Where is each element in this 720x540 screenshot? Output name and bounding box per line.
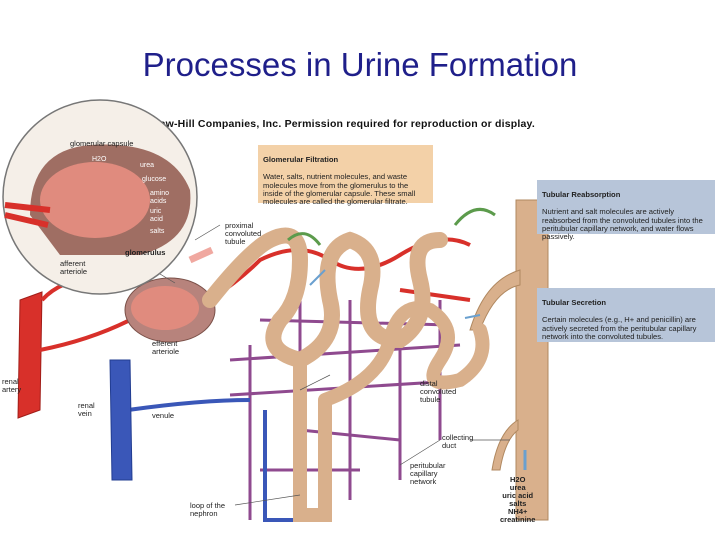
filtration-arrow <box>188 246 214 264</box>
distal-convoluted-tubule <box>318 301 490 407</box>
tubular-reabsorption-title: Tubular Reabsorption <box>542 190 621 200</box>
label-efferent-arteriole: efferent arteriole <box>152 339 180 356</box>
renal-artery <box>17 291 43 419</box>
tubular-reabsorption-text: Nutrient and salt molecules are actively… <box>542 207 703 242</box>
tubular-secretion-title: Tubular Secretion <box>542 298 606 308</box>
glomerular-filtration-box: Glomerular Filtration Water, salts, nutr… <box>258 145 433 207</box>
loop-of-nephron <box>293 360 332 522</box>
label-renal-vein: renal vein <box>78 401 95 418</box>
collecting-duct <box>515 199 549 521</box>
label-peritubular-network: peritubular capillary network <box>410 461 446 486</box>
label-inset-h2o: H2O <box>92 156 107 163</box>
label-proximal-tubule: proximal convoluted tubule <box>225 221 262 246</box>
pointer-lines <box>119 224 510 506</box>
proximal-convoluted-tubule <box>202 227 448 369</box>
secretion-arrows <box>309 269 481 319</box>
label-renal-artery: renal artery <box>2 377 22 394</box>
label-inset-uric-acid: uric acid <box>150 208 163 223</box>
label-inset-amino-acids: amino acids <box>150 190 170 205</box>
glomerulus-small <box>131 286 199 330</box>
label-urine-contents: H2O urea uric acid salts NH4+ creatinine <box>500 475 536 524</box>
label-glomerular-capsule: glomerular capsule <box>70 139 134 148</box>
label-afferent-arteriole: afferent arteriole <box>60 259 88 276</box>
slide-title: Processes in Urine Formation <box>142 46 578 83</box>
collecting-duct-branch <box>469 269 521 331</box>
label-inset-glucose: glucose <box>142 176 167 183</box>
inset-glomerulus <box>40 162 150 238</box>
label-glomerulus: glomerulus <box>125 248 166 257</box>
label-collecting-duct: collecting duct <box>442 433 474 450</box>
label-distal-tubule: distal convoluted tubule <box>420 379 457 404</box>
label-loop-of-nephron: loop of the nephron <box>190 501 226 518</box>
glomerular-filtration-title: Glomerular Filtration <box>263 155 339 165</box>
label-venule: venule <box>152 411 175 420</box>
label-inset-salts: salts <box>150 228 165 235</box>
tubular-secretion-text: Certain molecules (e.g., H+ and penicill… <box>542 315 697 342</box>
label-inset-urea: urea <box>140 162 155 169</box>
renal-vein <box>109 359 133 481</box>
glomerular-filtration-text: Water, salts, nutrient molecules, and wa… <box>263 172 416 207</box>
reabsorption-arrows <box>287 207 496 246</box>
tubular-reabsorption-box: Tubular Reabsorption Nutrient and salt m… <box>537 180 715 241</box>
inset-vessels <box>4 202 51 228</box>
peritubular-capillaries <box>229 300 471 520</box>
collecting-duct-branch-lower <box>491 419 519 471</box>
tubular-secretion-box: Tubular Secretion Certain molecules (e.g… <box>537 288 715 342</box>
